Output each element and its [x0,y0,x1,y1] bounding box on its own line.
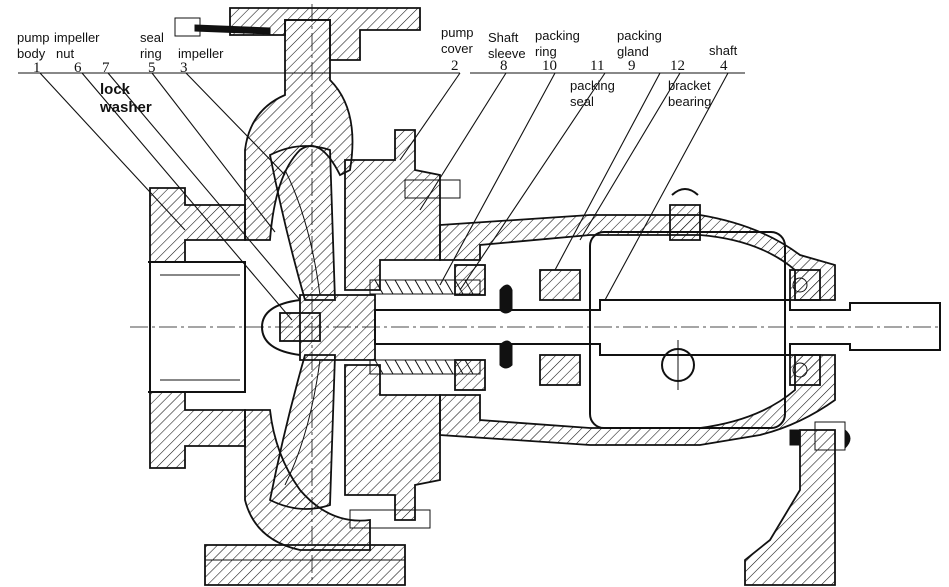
label-lock-washer-line2: washer [99,99,152,116]
label-shaft-sleeve-line1: Shaft [488,30,519,45]
label-bracket-bearing-line2: bearing [668,94,711,109]
label-pump-body-number: 1 [33,60,41,76]
label-shaft-number: 4 [720,58,728,74]
pump-cover-drawing [344,129,461,529]
packing-chamber-drawing [369,264,513,391]
impeller-nut-drawing [260,299,321,356]
label-impeller-number: 3 [180,60,188,76]
label-pump-cover-number: 2 [451,58,459,74]
label-impeller-line1: impeller [178,46,224,61]
pump-drawing [130,4,941,586]
label-pump-body-line2: body [17,46,46,61]
label-impeller-nut-line1: impeller [54,30,100,45]
label-packing-gland-line1: packing [617,28,662,43]
label-seal-ring-line2: ring [140,46,162,61]
label-pump-cover-line1: pump [441,25,474,40]
bracket-housing-drawing [439,188,851,586]
impeller-drawing [268,145,376,510]
label-packing-gland-number: 9 [628,58,636,74]
label-packing-seal-number: 11 [590,58,604,74]
label-lock-washer-number: 7 [102,60,110,76]
label-bracket-bearing-number: 12 [670,58,685,74]
label-packing-ring-line2: ring [535,44,557,59]
label-seal-ring-line1: seal [140,30,164,45]
leader-lines [18,72,745,321]
part-labels: pump body 1 impeller nut 6 7 lock washer… [17,25,738,116]
label-lock-washer-line1: lock [100,81,131,98]
label-packing-ring-number: 10 [542,58,557,74]
label-impeller-nut-number: 6 [74,60,82,76]
label-packing-seal-line2: seal [570,94,594,109]
label-impeller-nut-line2: nut [56,46,74,61]
label-seal-ring-number: 5 [148,60,156,76]
label-pump-cover-line2: cover [441,41,473,56]
label-pump-body-line1: pump [17,30,50,45]
label-packing-gland-line2: gland [617,44,649,59]
label-shaft-sleeve-number: 8 [500,58,508,74]
label-packing-ring-line1: packing [535,28,580,43]
label-bracket-bearing-line1: bracket [668,78,711,93]
label-packing-seal-line1: packing [570,78,615,93]
label-shaft-sleeve-line2: sleeve [488,46,526,61]
label-shaft-line1: shaft [709,43,738,58]
shaft-drawing [374,299,941,356]
